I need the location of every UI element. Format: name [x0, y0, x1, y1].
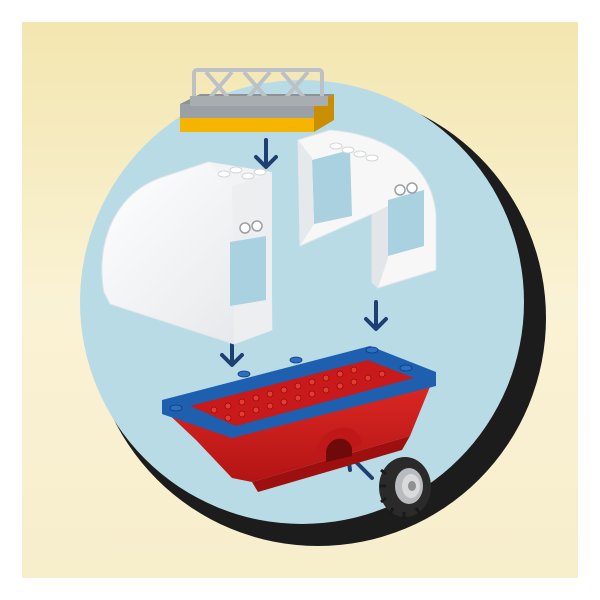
left-camper-shell: [101, 161, 273, 345]
arrow-down-icon: [364, 300, 388, 331]
camper-base: [162, 346, 436, 492]
right-camper-shell: [297, 129, 437, 289]
wheel: [379, 457, 431, 518]
arrow-down-icon: [254, 138, 278, 169]
roof-rack: [180, 68, 334, 132]
